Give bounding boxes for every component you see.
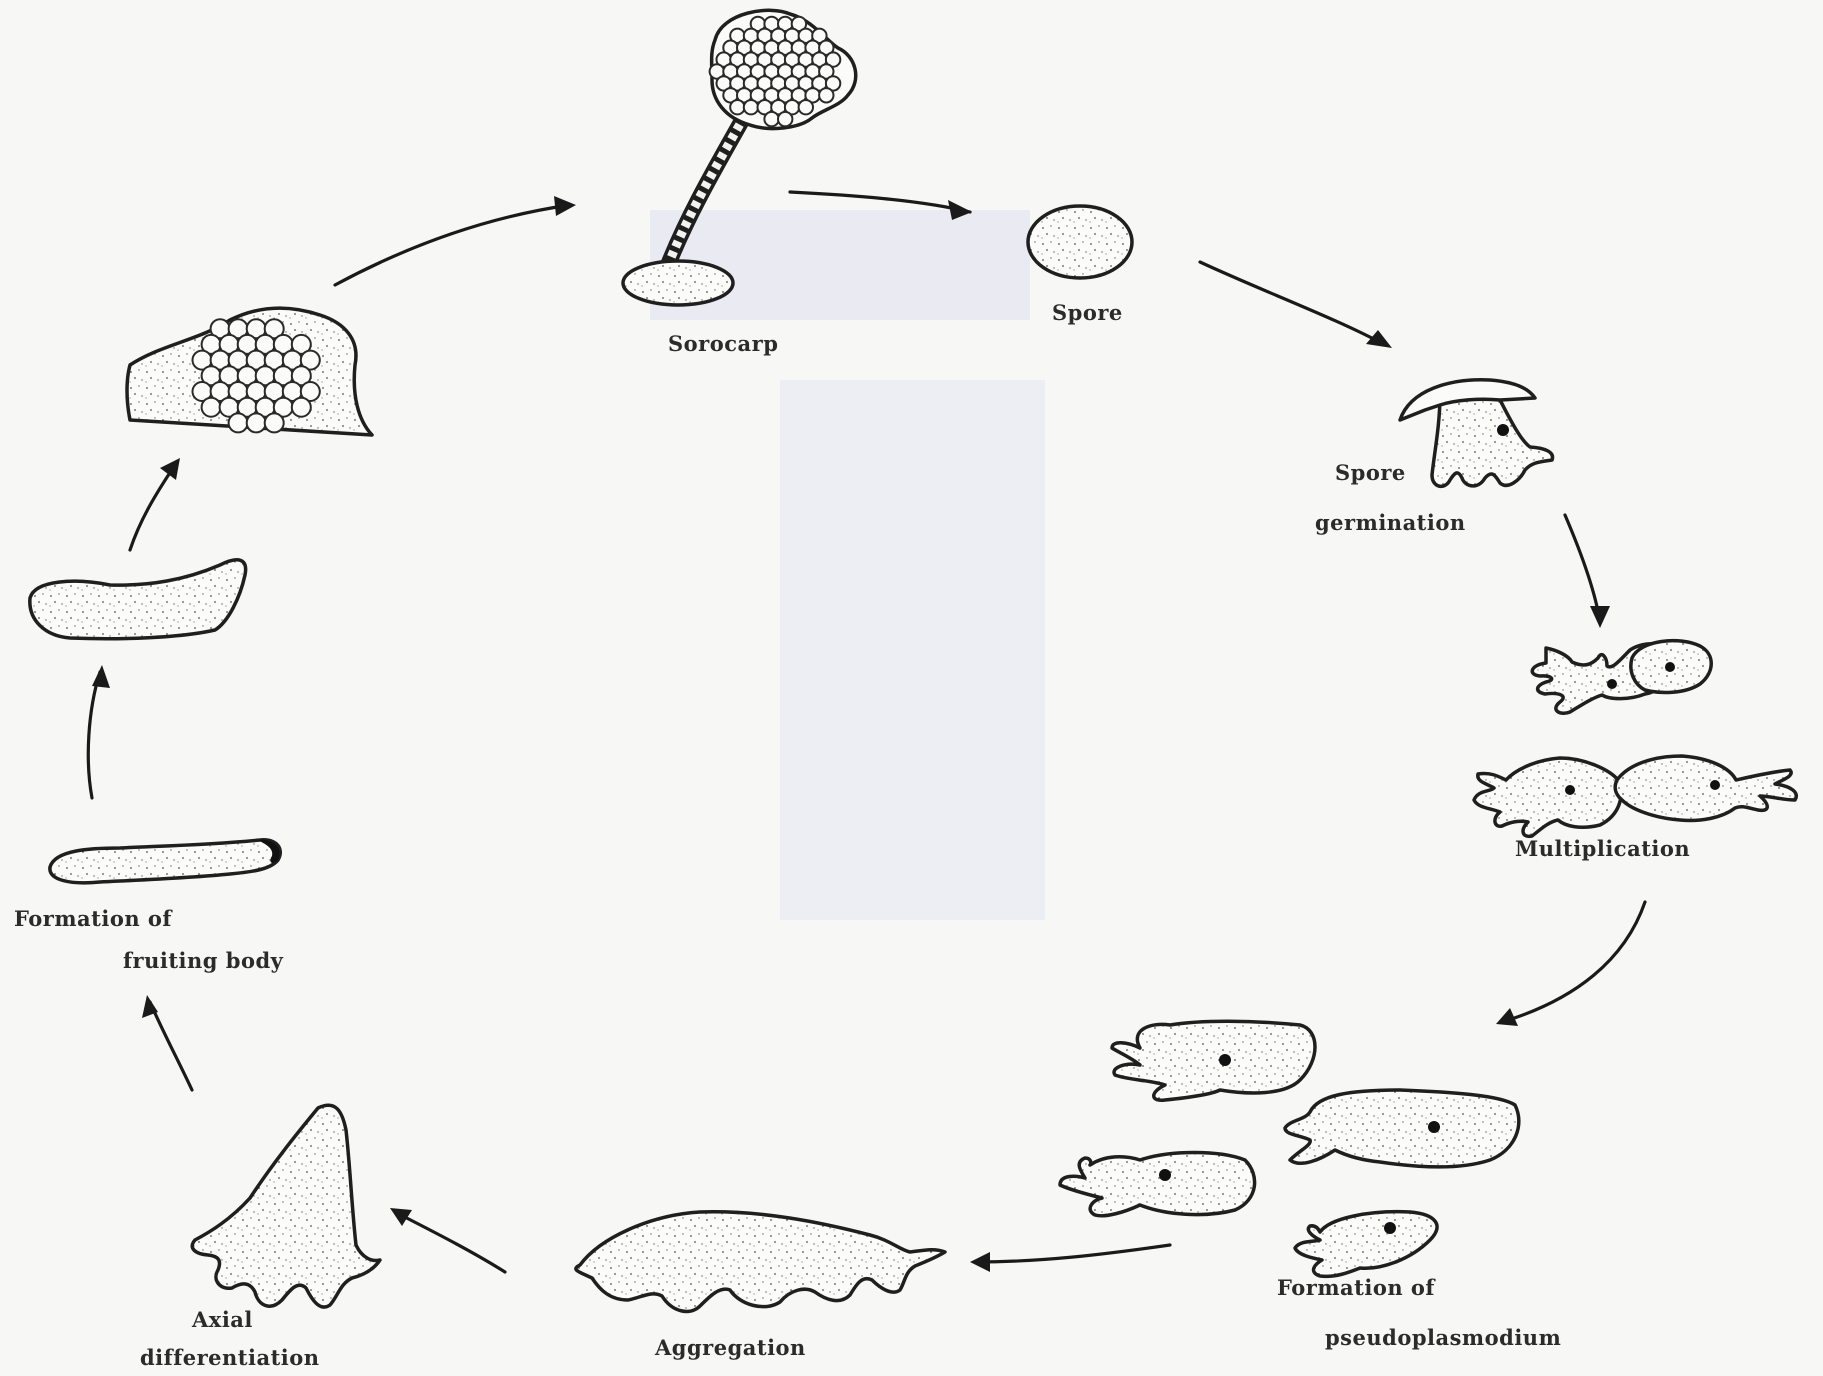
- early-sorocarp-stage: [127, 308, 372, 435]
- arrow-slug-to-mound: [130, 458, 180, 550]
- scan-highlight-center: [780, 380, 1045, 920]
- spore-cell: [819, 88, 833, 102]
- spore-cell: [1028, 206, 1132, 278]
- spore-cell: [764, 112, 778, 126]
- label-formation-pseudoplasmodium-2: pseudoplasmodium: [1325, 1325, 1561, 1350]
- nucleus: [1384, 1222, 1396, 1234]
- label-axial-differentiation-1: Axial: [192, 1307, 253, 1332]
- arrow-mound-to-sorocarp: [335, 196, 576, 285]
- spore-cell: [744, 100, 758, 114]
- arrow-spore-to-germination: [1200, 262, 1392, 348]
- spore-germination-stage: [1400, 380, 1553, 487]
- nucleus: [1565, 785, 1575, 795]
- mound-spores: [193, 319, 320, 432]
- label-formation-fruiting-body-1: Formation of: [14, 906, 172, 931]
- label-aggregation: Aggregation: [655, 1335, 806, 1360]
- nucleus: [1428, 1121, 1440, 1133]
- label-sorocarp: Sorocarp: [668, 331, 778, 356]
- amoeba-1: [1112, 1021, 1315, 1100]
- label-formation-pseudoplasmodium-1: Formation of: [1277, 1275, 1435, 1300]
- label-multiplication: Multiplication: [1515, 836, 1690, 861]
- axial-differentiation-mass: [192, 1105, 380, 1307]
- arrow-slug-to-slug: [88, 665, 110, 798]
- spore-cell: [229, 413, 248, 432]
- label-formation-fruiting-body-2: fruiting body: [123, 948, 283, 973]
- dividing-amoeba-bottom-right: [1615, 756, 1796, 821]
- label-spore-germination-2: germination: [1315, 510, 1466, 535]
- spore-cell: [730, 100, 744, 114]
- spore-cell: [247, 413, 266, 432]
- nucleus: [1665, 662, 1675, 672]
- slug-middle: [30, 560, 246, 639]
- nucleus: [1710, 780, 1720, 790]
- arrow-aggregation-to-axial: [390, 1208, 505, 1272]
- aggregation-mass: [576, 1212, 945, 1312]
- label-spore-germination-1: Spore: [1335, 460, 1406, 485]
- amoeba-4: [1295, 1212, 1437, 1277]
- spore-cell: [202, 398, 221, 417]
- arrow-axial-to-slug: [142, 995, 192, 1090]
- sorocarp-base: [623, 261, 733, 305]
- nucleus: [1607, 679, 1617, 689]
- spore-cell: [265, 413, 284, 432]
- spore-cell: [292, 398, 311, 417]
- arrow-pseudoplasmodium-to-aggregation: [970, 1245, 1170, 1272]
- nucleus: [1159, 1169, 1171, 1181]
- pseudoplasmodium-stage: [1060, 1021, 1519, 1276]
- label-axial-differentiation-2: differentiation: [140, 1345, 320, 1370]
- amoeba-3: [1060, 1153, 1255, 1216]
- label-spore: Spore: [1052, 300, 1123, 325]
- dividing-amoeba-bottom: [1474, 758, 1621, 836]
- nucleus: [1497, 424, 1509, 436]
- multiplication-stage: [1474, 641, 1796, 837]
- nucleus: [1219, 1054, 1231, 1066]
- spore-cell: [799, 100, 813, 114]
- amoeba-2: [1285, 1090, 1519, 1167]
- slug-early: [50, 840, 280, 883]
- arrow-germination-to-multiplication: [1565, 515, 1610, 628]
- spore-cell: [778, 112, 792, 126]
- arrow-multiplication-to-pseudoplasmodium: [1496, 902, 1645, 1026]
